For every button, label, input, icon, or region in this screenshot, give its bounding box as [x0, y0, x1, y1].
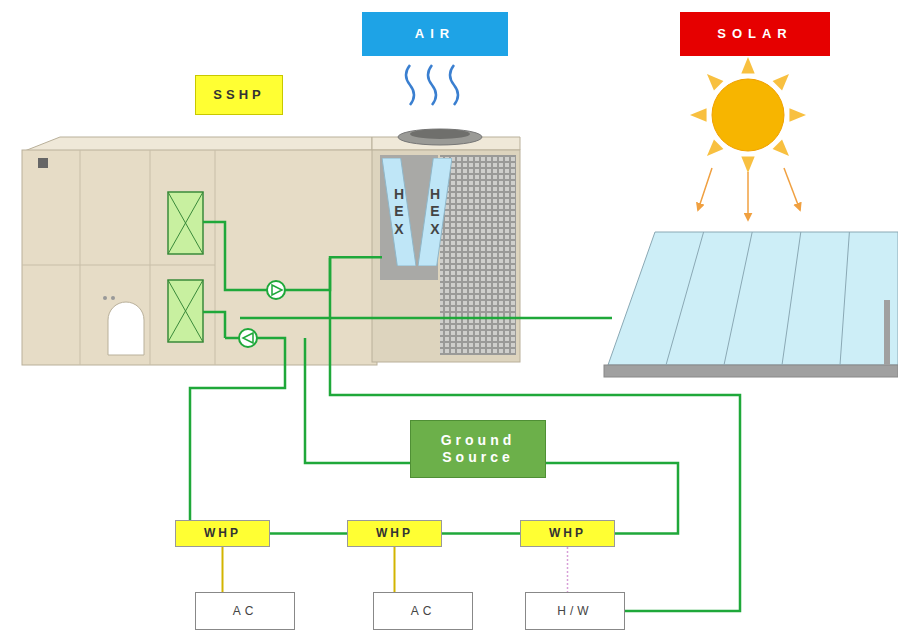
panel-cell-line — [782, 232, 801, 365]
node-label: AIR — [415, 26, 455, 42]
whp-box: WHP — [175, 520, 270, 547]
ac-box: AC — [373, 592, 473, 630]
pipe-connector — [330, 257, 740, 611]
sun-ray — [789, 108, 806, 121]
pipe-connector — [567, 547, 569, 592]
solar-label-box: SOLAR — [680, 12, 830, 56]
hw-box: H/W — [525, 592, 625, 630]
pipe-connector — [442, 532, 520, 535]
sun-ray — [741, 156, 754, 173]
whp-box: WHP — [520, 520, 615, 547]
node-label: SOLAR — [717, 26, 793, 42]
ac-box: AC — [195, 592, 295, 630]
node-label: WHP — [204, 526, 241, 540]
hex-label: HEX — [392, 186, 406, 239]
node-label: Ground Source — [411, 432, 545, 466]
sun-ray — [707, 74, 723, 90]
panel-cell-line — [724, 232, 752, 365]
whp-box: WHP — [347, 520, 442, 547]
pumps — [239, 281, 285, 347]
sun — [690, 57, 806, 173]
sun-ray — [741, 57, 754, 74]
hex-panel: HEX — [418, 158, 452, 266]
ground-source-box: Ground Source — [410, 420, 546, 478]
sshp-unit — [22, 129, 520, 365]
sun-ray — [773, 74, 789, 90]
air-waves — [406, 65, 458, 105]
node-label: WHP — [376, 526, 413, 540]
sun-ray — [707, 140, 723, 156]
hex-panel: HEX — [382, 158, 416, 266]
node-label: AC — [233, 604, 258, 618]
sun-ray — [690, 108, 707, 121]
node-label: H/W — [557, 604, 592, 618]
node-label: AC — [411, 604, 436, 618]
solar-panel — [604, 232, 898, 377]
node-label: WHP — [549, 526, 586, 540]
sshp-label-box: SSHP — [195, 75, 283, 115]
air-label-box: AIR — [362, 12, 508, 56]
pipe-connector — [394, 547, 396, 592]
node-label: SSHP — [213, 87, 264, 103]
panel-cell-line — [666, 232, 704, 365]
pipework — [190, 222, 612, 522]
sun-ray — [773, 140, 789, 156]
panel-cell-line — [840, 232, 849, 365]
hex-label: HEX — [428, 186, 442, 239]
pipe-connector — [222, 547, 224, 592]
pipe-connector — [270, 532, 347, 535]
sun-rays-arrows — [698, 168, 800, 220]
